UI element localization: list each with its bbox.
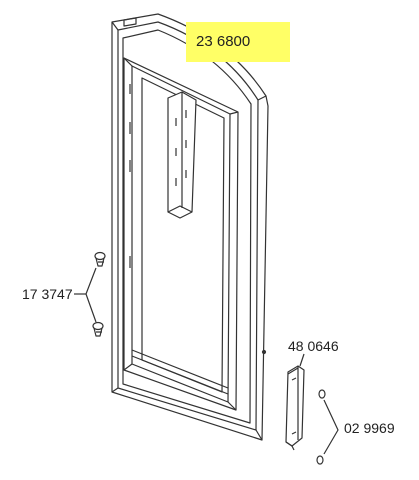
part-label-main: 23 6800: [186, 22, 290, 62]
screw-leader: [85, 267, 97, 323]
washer-leader: [323, 399, 339, 455]
part-label-hinge: 48 0646: [288, 338, 339, 354]
screw-top: [94, 251, 106, 267]
part-label-screws: 17 3747: [22, 286, 73, 302]
door-frame: [111, 13, 269, 441]
washer-top: [318, 389, 326, 399]
part-label-washers: 02 9969: [344, 420, 395, 436]
hinge-bracket: [285, 365, 305, 451]
screw-bottom: [92, 321, 104, 337]
hinge-leader: [299, 353, 305, 367]
washer-bottom: [316, 455, 324, 465]
center-bracket: [167, 91, 197, 219]
